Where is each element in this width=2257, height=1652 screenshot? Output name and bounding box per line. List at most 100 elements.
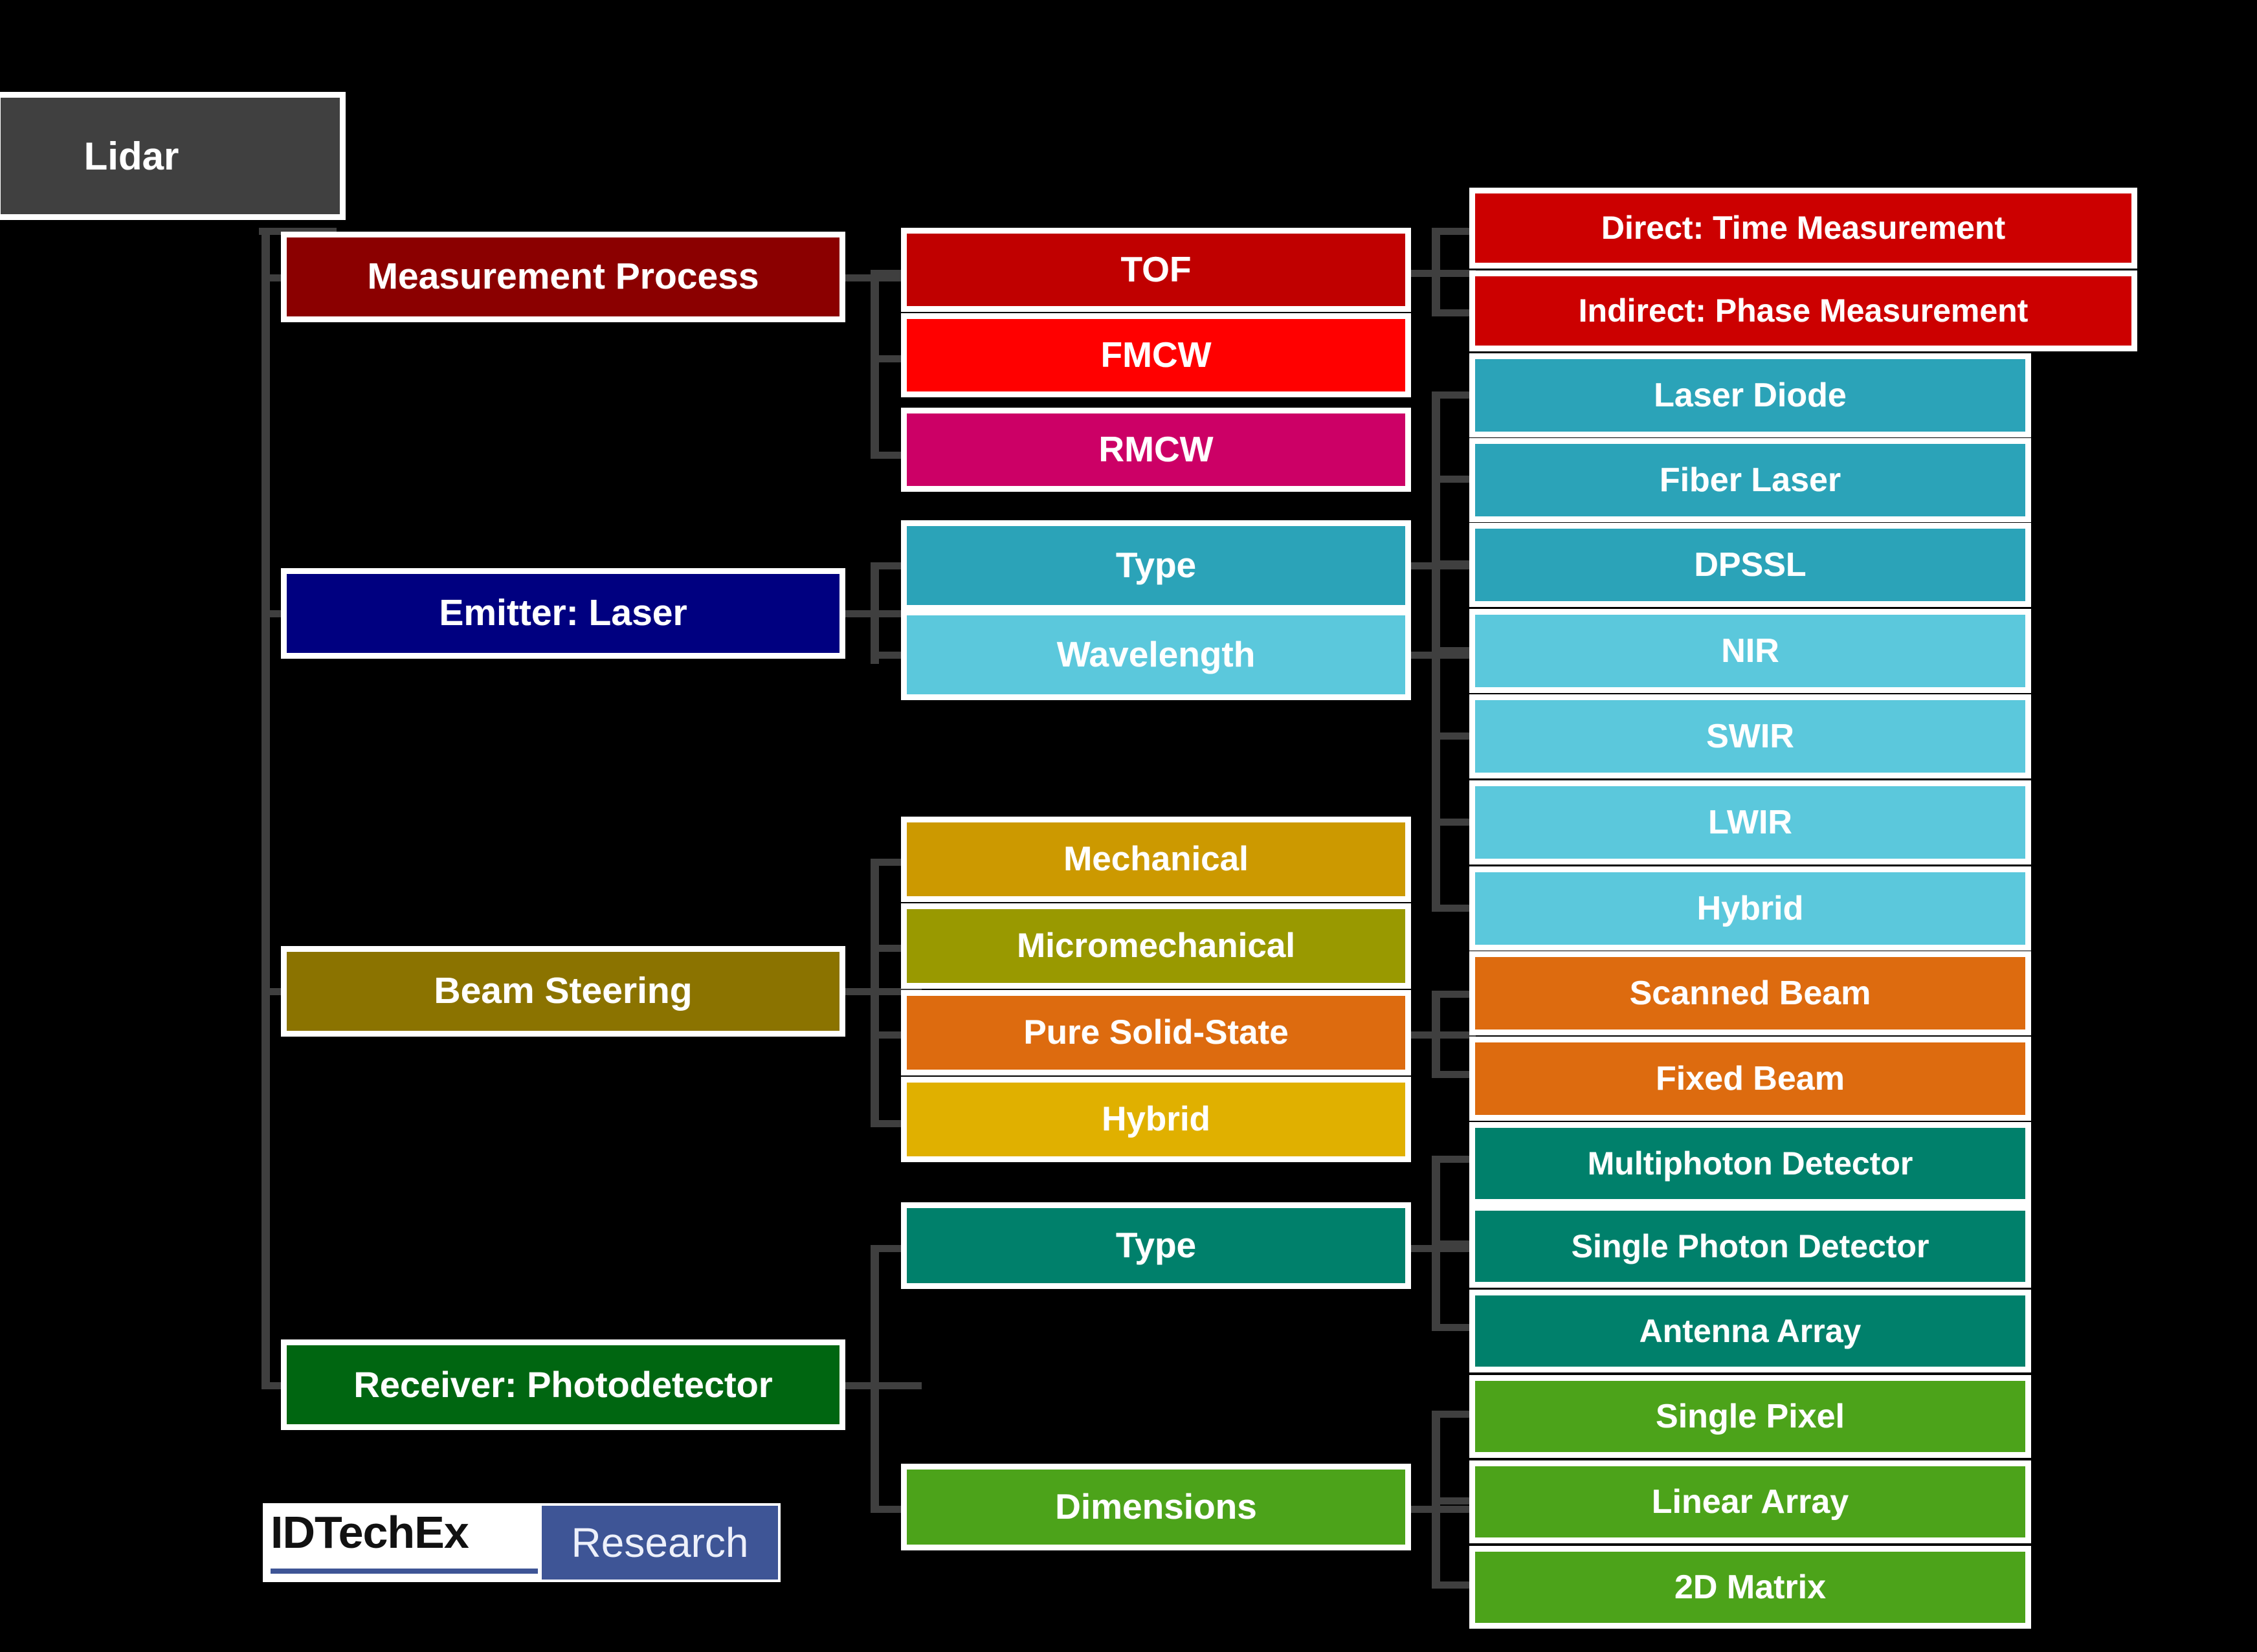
node-wavelength-label: Wavelength <box>1056 634 1256 675</box>
connector-wavelength-branch-2 <box>1432 732 1490 740</box>
connector-dims-branch-3 <box>1432 1581 1490 1589</box>
node-single-pixel[interactable]: Single Pixel <box>1469 1375 2031 1458</box>
node-fiber-laser-fill: Fiber Laser <box>1475 444 2025 516</box>
node-emitter-laser[interactable]: Emitter: Laser <box>281 568 845 659</box>
connector-beam-stub <box>844 988 922 995</box>
connector-tof-branch-direct <box>1432 228 1490 235</box>
node-lidar-label: Lidar <box>83 134 179 178</box>
node-measurement-process[interactable]: Measurement Process <box>281 232 845 322</box>
node-single-pixel-fill: Single Pixel <box>1475 1381 2025 1452</box>
node-laser-diode-fill: Laser Diode <box>1475 359 2025 432</box>
node-lwir[interactable]: LWIR <box>1469 780 2031 865</box>
connector-wavelength-branch-4 <box>1432 905 1490 912</box>
node-pure-solid-state[interactable]: Pure Solid-State <box>901 990 1411 1075</box>
node-dimensions[interactable]: Dimensions <box>901 1464 1411 1550</box>
node-tof[interactable]: TOF <box>901 228 1411 312</box>
node-fiber-laser[interactable]: Fiber Laser <box>1469 438 2031 522</box>
node-laser-type-label: Type <box>1115 545 1197 586</box>
connector-dettype-branch-2 <box>1432 1240 1490 1248</box>
connector-dims-branch-1 <box>1432 1411 1490 1418</box>
node-beam-steering[interactable]: Beam Steering <box>281 946 845 1037</box>
node-tof-label: TOF <box>1120 249 1192 290</box>
connector-dettype-stub <box>1405 1245 1476 1252</box>
node-antenna-array-fill: Antenna Array <box>1475 1295 2025 1367</box>
connector-lasertype-branch-3 <box>1432 560 1490 567</box>
connector-mp-trunk <box>871 270 879 459</box>
node-antenna-array-label: Antenna Array <box>1639 1312 1862 1349</box>
node-beam-hybrid-label: Hybrid <box>1102 1100 1210 1139</box>
node-2d-matrix-label: 2D Matrix <box>1674 1568 1827 1606</box>
node-dpssl[interactable]: DPSSL <box>1469 523 2031 607</box>
node-rmcw[interactable]: RMCW <box>901 408 1411 492</box>
logo-product-text: Research <box>571 1519 749 1566</box>
node-tof-fill: TOF <box>907 234 1405 306</box>
connector-solidstate-stub <box>1405 1031 1476 1039</box>
node-receiver-photodetector[interactable]: Receiver: Photodetector <box>281 1339 845 1430</box>
node-swir[interactable]: SWIR <box>1469 694 2031 778</box>
connector-wavelength-stub <box>1405 652 1476 659</box>
node-laser-diode[interactable]: Laser Diode <box>1469 353 2031 437</box>
node-multiphoton-detector[interactable]: Multiphoton Detector <box>1469 1122 2031 1205</box>
node-beam-hybrid[interactable]: Hybrid <box>901 1077 1411 1162</box>
node-laser-type-fill: Type <box>907 526 1405 605</box>
node-swir-fill: SWIR <box>1475 700 2025 773</box>
node-single-photon-detector[interactable]: Single Photon Detector <box>1469 1205 2031 1288</box>
node-emitter-laser-fill: Emitter: Laser <box>287 574 839 653</box>
node-mechanical-label: Mechanical <box>1063 840 1249 879</box>
node-fixed-beam-label: Fixed Beam <box>1656 1059 1845 1097</box>
node-rmcw-label: RMCW <box>1098 429 1214 470</box>
node-mechanical[interactable]: Mechanical <box>901 817 1411 902</box>
node-wavelength-hybrid-fill: Hybrid <box>1475 872 2025 945</box>
node-lwir-fill: LWIR <box>1475 786 2025 859</box>
node-nir[interactable]: NIR <box>1469 609 2031 693</box>
node-measurement-process-label: Measurement Process <box>367 256 759 298</box>
node-2d-matrix[interactable]: 2D Matrix <box>1469 1546 2031 1629</box>
node-fixed-beam-fill: Fixed Beam <box>1475 1042 2025 1115</box>
node-receiver-photodetector-fill: Receiver: Photodetector <box>287 1345 839 1424</box>
node-indirect-phase-measurement[interactable]: Indirect: Phase Measurement <box>1469 270 2137 351</box>
node-linear-array[interactable]: Linear Array <box>1469 1460 2031 1543</box>
node-pure-solid-state-label: Pure Solid-State <box>1023 1013 1289 1052</box>
node-single-photon-detector-fill: Single Photon Detector <box>1475 1211 2025 1282</box>
connector-receiver-trunk <box>871 1245 879 1513</box>
node-measurement-process-fill: Measurement Process <box>287 237 839 316</box>
connector-tof-trunk <box>1432 228 1440 316</box>
connector-dims-stub <box>1405 1506 1476 1513</box>
node-emitter-laser-label: Emitter: Laser <box>439 592 687 634</box>
node-wavelength[interactable]: Wavelength <box>901 610 1411 700</box>
node-nir-fill: NIR <box>1475 615 2025 687</box>
node-beam-steering-label: Beam Steering <box>434 970 693 1012</box>
node-antenna-array[interactable]: Antenna Array <box>1469 1290 2031 1372</box>
node-dpssl-fill: DPSSL <box>1475 529 2025 601</box>
node-fixed-beam[interactable]: Fixed Beam <box>1469 1037 2031 1121</box>
connector-wavelength-branch-3 <box>1432 819 1490 826</box>
node-fmcw[interactable]: FMCW <box>901 313 1411 397</box>
node-wavelength-hybrid[interactable]: Hybrid <box>1469 866 2031 951</box>
node-micromechanical-label: Micromechanical <box>1016 927 1296 965</box>
node-detector-type[interactable]: Type <box>901 1202 1411 1289</box>
node-lwir-label: LWIR <box>1708 803 1792 841</box>
node-linear-array-label: Linear Array <box>1651 1482 1849 1521</box>
node-lidar[interactable]: Lidar <box>0 92 346 220</box>
node-single-photon-detector-label: Single Photon Detector <box>1571 1228 1929 1264</box>
node-fiber-laser-label: Fiber Laser <box>1659 461 1841 499</box>
node-laser-diode-label: Laser Diode <box>1654 376 1847 414</box>
connector-beam-trunk <box>871 859 879 1127</box>
node-detector-type-label: Type <box>1115 1225 1197 1266</box>
node-wavelength-fill: Wavelength <box>907 615 1405 694</box>
node-rmcw-fill: RMCW <box>907 413 1405 486</box>
connector-lasertype-branch-2 <box>1432 476 1490 483</box>
node-indirect-phase-measurement-label: Indirect: Phase Measurement <box>1578 292 2029 329</box>
connector-wavelength-trunk <box>1432 647 1440 906</box>
connector-mp-stub <box>844 274 922 281</box>
node-laser-type[interactable]: Type <box>901 520 1411 611</box>
connector-solidstate-branch-2 <box>1432 1071 1490 1078</box>
node-direct-time-measurement[interactable]: Direct: Time Measurement <box>1469 188 2137 269</box>
connector-dettype-branch-3 <box>1432 1324 1490 1331</box>
node-scanned-beam[interactable]: Scanned Beam <box>1469 951 2031 1035</box>
connector-dettype-branch-1 <box>1432 1156 1490 1163</box>
node-micromechanical[interactable]: Micromechanical <box>901 903 1411 989</box>
connector-emitter-stub <box>844 610 922 617</box>
node-nir-label: NIR <box>1721 632 1779 670</box>
node-mechanical-fill: Mechanical <box>907 822 1405 896</box>
